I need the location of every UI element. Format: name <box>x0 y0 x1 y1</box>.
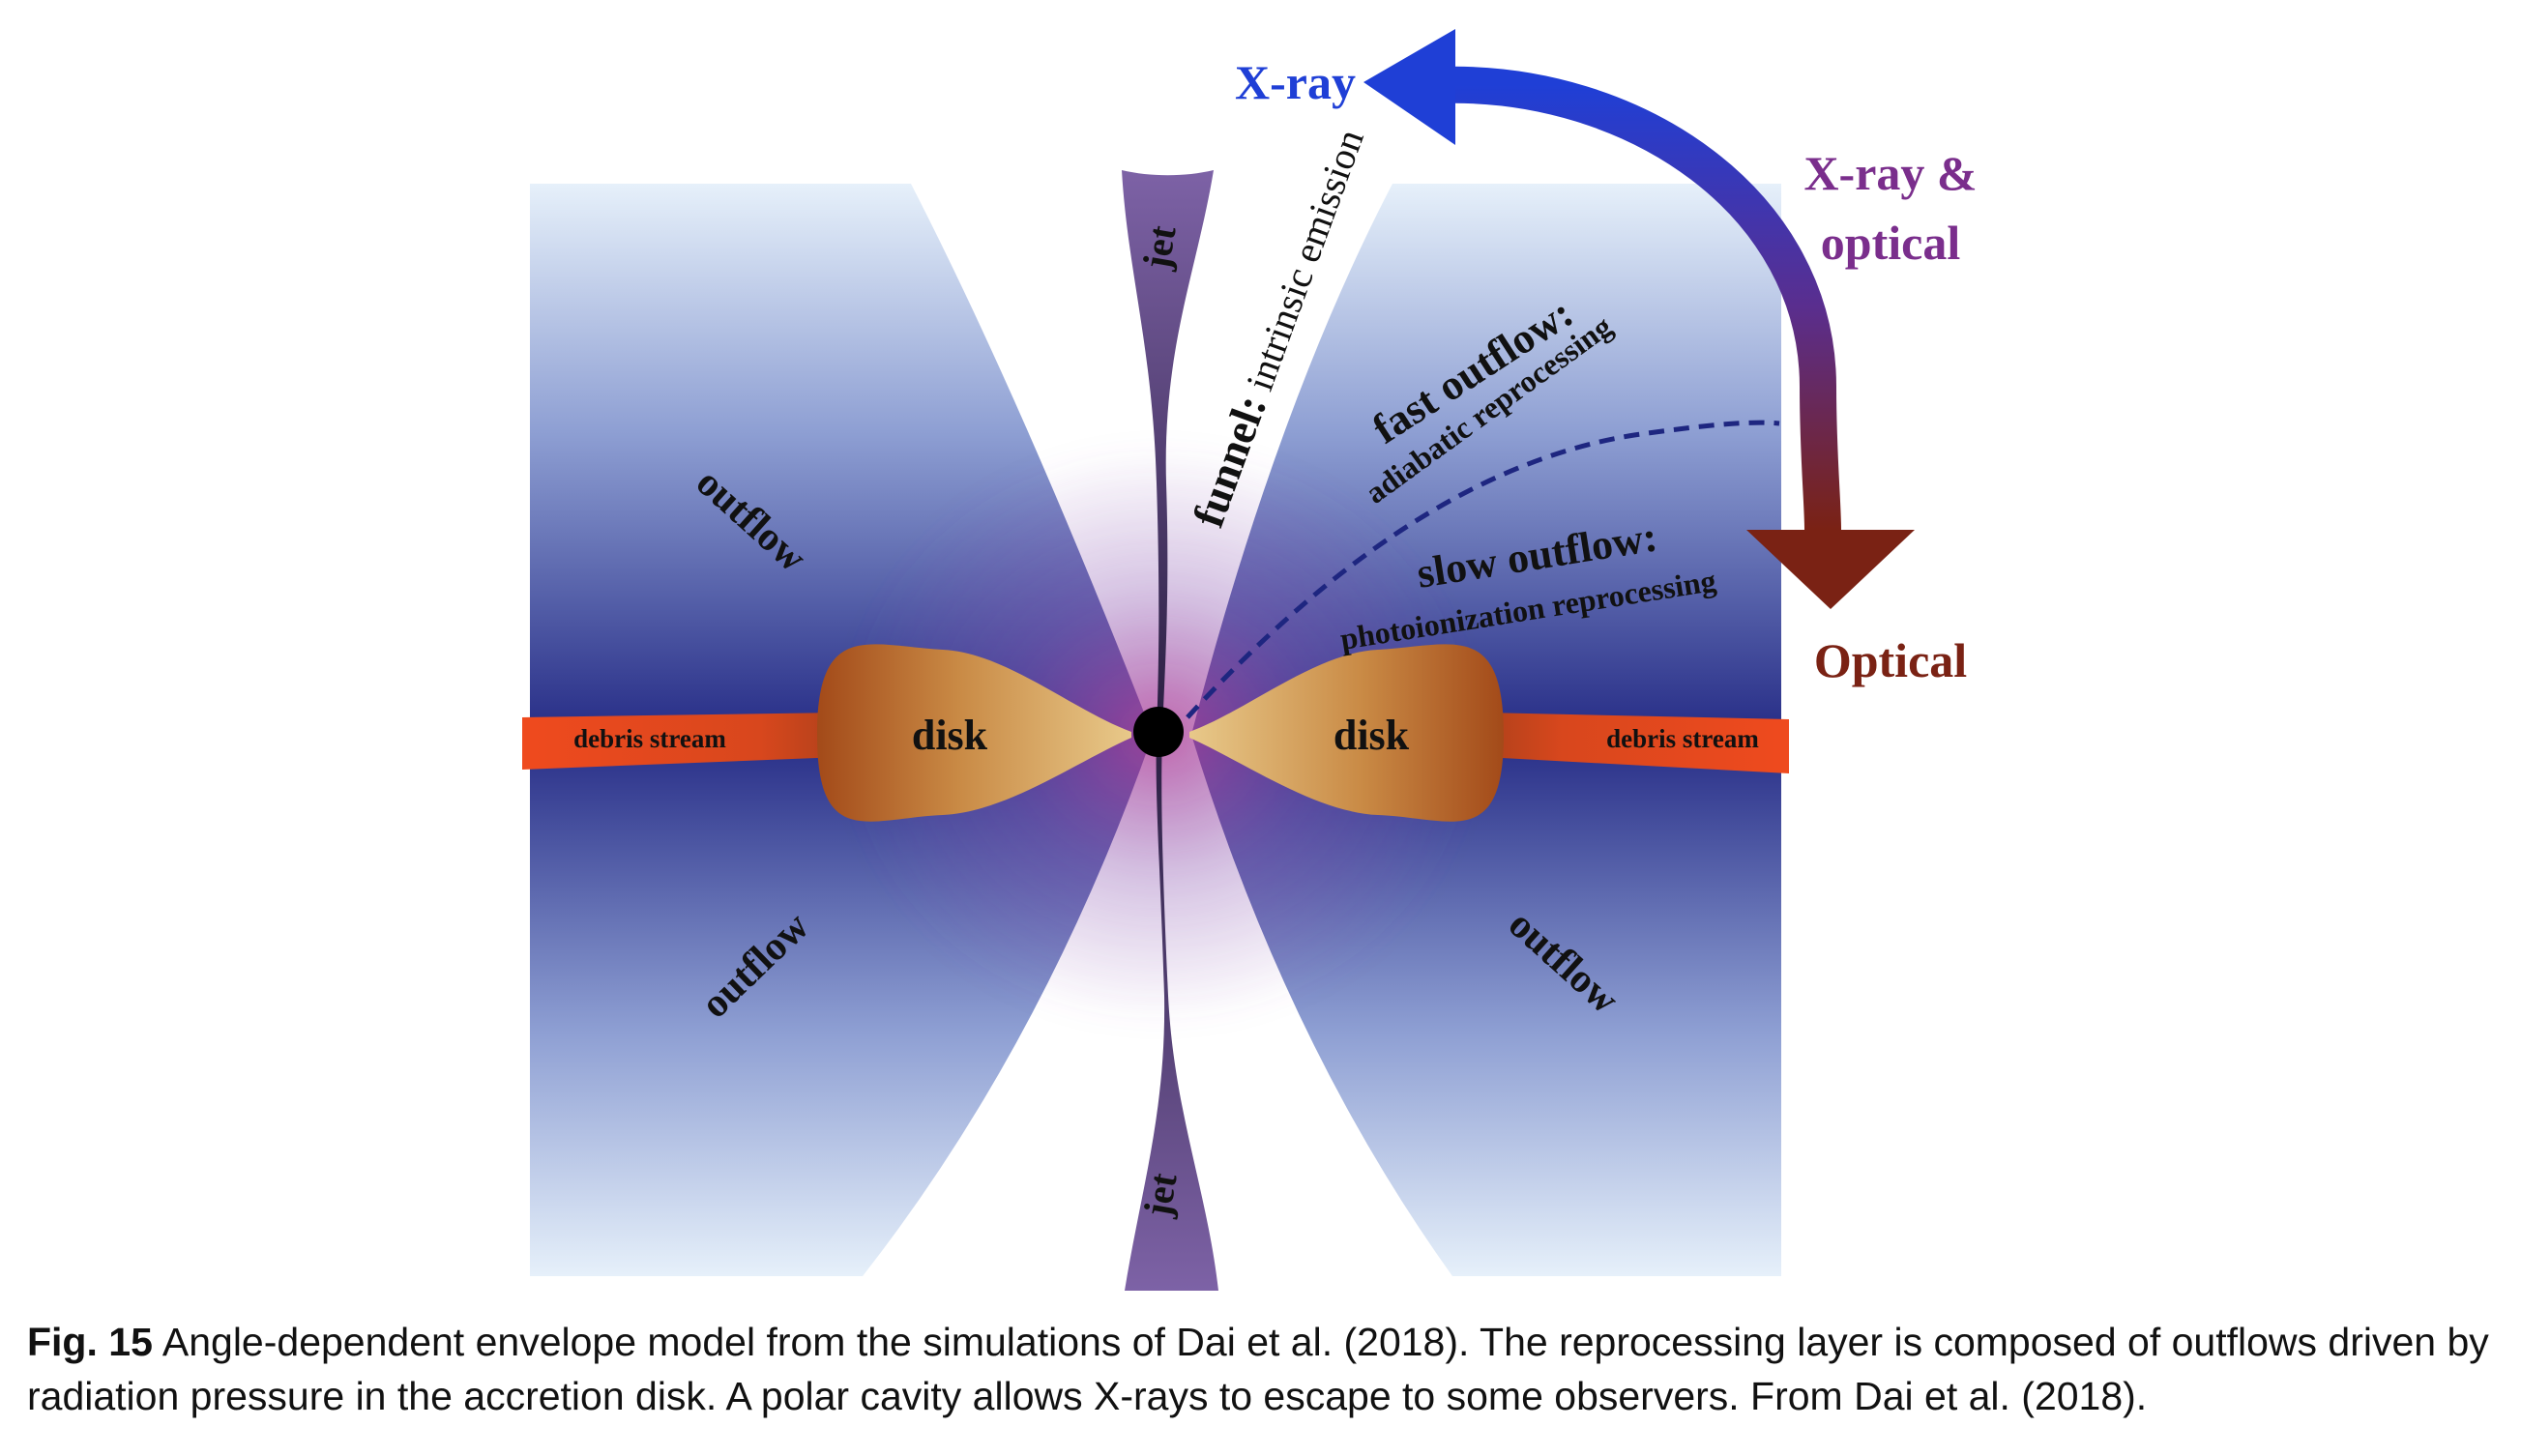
label-jet-top: jet <box>1134 221 1185 273</box>
label-jet-bottom: jet <box>1135 1169 1186 1220</box>
disk-left <box>817 644 1131 822</box>
outflow-boundary-dashed <box>1186 420 1780 719</box>
angle-arrow-head-xray <box>1363 29 1455 145</box>
angle-arrow-shaft <box>1440 66 1841 531</box>
label-disk-right: disk <box>1334 712 1410 759</box>
label-debris-stream-left: debris stream <box>573 724 726 753</box>
label-optical: Optical <box>1814 633 1967 687</box>
label-xray-optical-line1: X-ray & <box>1803 146 1977 200</box>
envelope-model-diagram: X-ray X-ray & optical Optical jet jet fu… <box>522 29 1978 1291</box>
black-hole <box>1133 707 1184 757</box>
angle-arrow-head-optical <box>1746 530 1915 609</box>
jet <box>1122 170 1218 1291</box>
disk-right <box>1189 644 1504 822</box>
label-xray: X-ray <box>1235 55 1356 109</box>
caption-text: Angle-dependent envelope model from the … <box>27 1320 2489 1418</box>
caption-fig-label: Fig. 15 <box>27 1320 153 1364</box>
label-xray-optical-line2: optical <box>1821 216 1961 270</box>
debris-stream-left <box>522 713 863 770</box>
label-debris-stream-right: debris stream <box>1606 724 1759 753</box>
label-disk-left: disk <box>912 712 988 759</box>
debris-stream-right <box>1465 713 1789 773</box>
